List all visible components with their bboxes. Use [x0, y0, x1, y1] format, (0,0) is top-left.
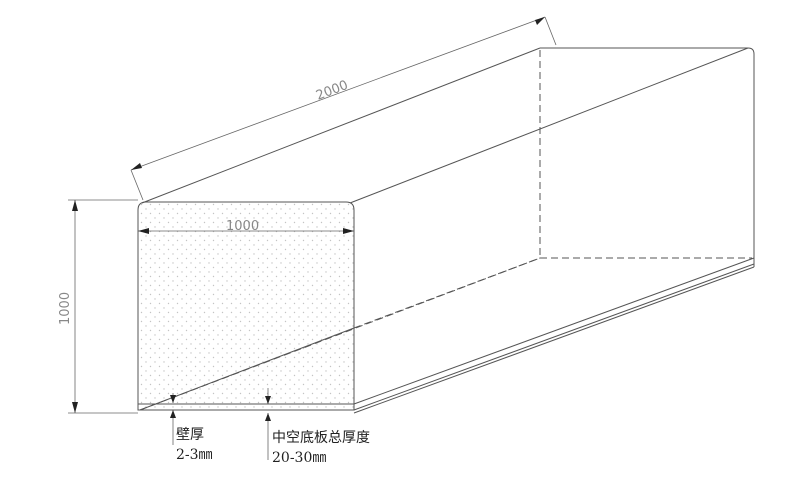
back-face — [539, 47, 755, 259]
svg-text:1000: 1000 — [58, 292, 73, 325]
svg-text:1000: 1000 — [226, 219, 259, 234]
floor-thickness-label: 中空底板总厚度 — [272, 430, 370, 446]
front-face — [137, 201, 355, 411]
top-edges — [141, 47, 749, 204]
dimension-height: 1000 — [58, 199, 138, 414]
wall-thickness-leader — [170, 393, 176, 445]
wall-thickness-value: 2-3㎜ — [176, 447, 213, 463]
floor-thickness-value: 20-30㎜ — [272, 450, 327, 466]
wall-thickness-label: 壁厚 — [176, 427, 204, 443]
floor-thickness-leader — [265, 388, 271, 460]
floor-rails — [353, 257, 755, 414]
dimension-width: 1000 — [138, 219, 354, 234]
dimension-length: 2000 — [130, 16, 557, 201]
svg-text:2000: 2000 — [314, 78, 350, 104]
floor-edge — [139, 327, 355, 411]
